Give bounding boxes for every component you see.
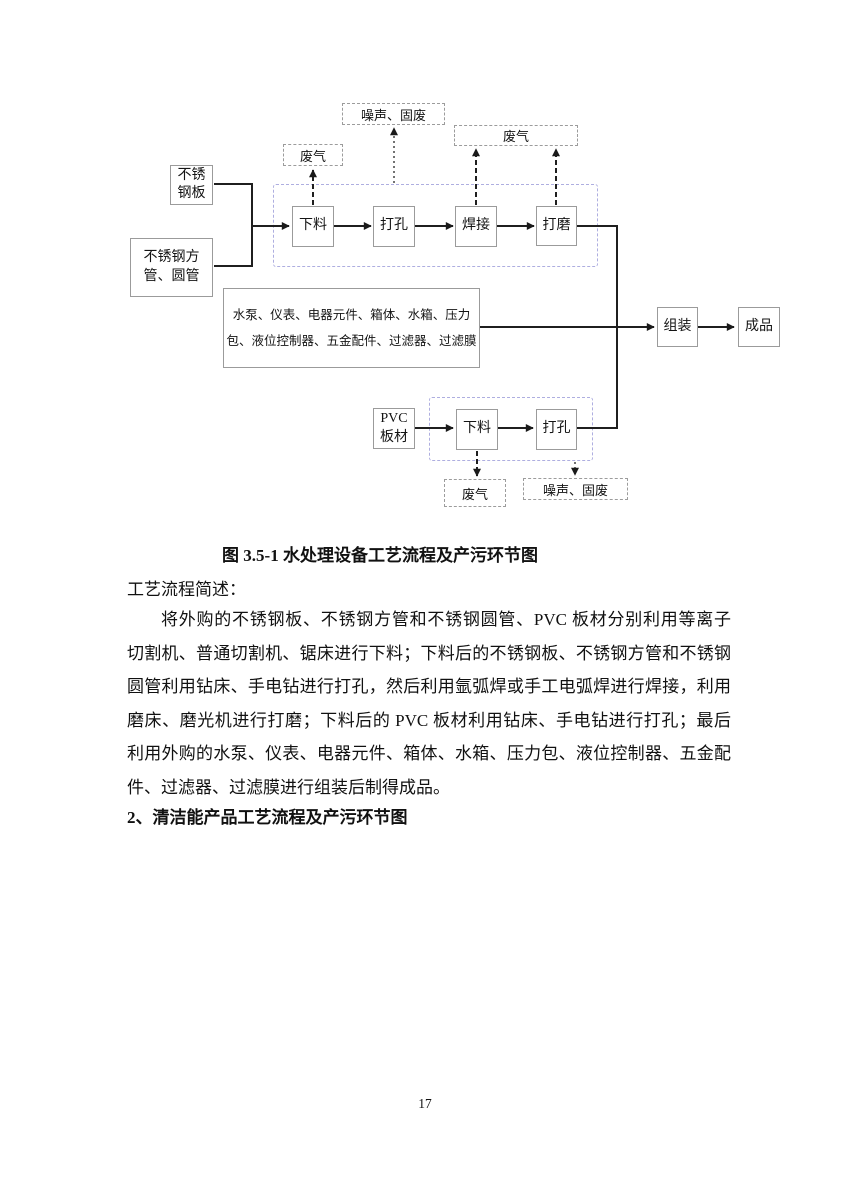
node-cutting-1: 下料 bbox=[292, 206, 334, 247]
node-label: 不锈钢板 bbox=[177, 167, 206, 201]
page-number: 17 bbox=[418, 1096, 432, 1111]
node-purchased-parts: 水泵、仪表、电器元件、箱体、水箱、压力 包、液位控制器、五金配件、过滤器、过滤膜 bbox=[223, 288, 480, 368]
node-stainless-tubes: 不锈钢方管、圆管 bbox=[130, 238, 213, 297]
node-label: 打孔 bbox=[542, 421, 571, 437]
node-pvc-sheet: PVC板材 bbox=[373, 408, 415, 449]
node-cutting-2: 下料 bbox=[456, 409, 498, 450]
emission-waste-gas-top-left: 废气 bbox=[283, 144, 343, 166]
emission-label: 废气 bbox=[502, 129, 529, 144]
node-drilling-2: 打孔 bbox=[536, 409, 577, 450]
paragraph-line: 切割机、普通切割机、锯床进行下料；下料后的不锈钢板、不锈钢方管和不锈钢 bbox=[127, 643, 731, 663]
paragraph-line: 利用外购的水泵、仪表、电器元件、箱体、水箱、压力包、液位控制器、五金配 bbox=[127, 744, 731, 763]
node-label: 焊接 bbox=[462, 218, 490, 234]
parts-line-2: 包、液位控制器、五金配件、过滤器、过滤膜 bbox=[226, 334, 477, 348]
emission-noise-solid-waste-bottom: 噪声、固废 bbox=[523, 478, 628, 500]
node-label: 下料 bbox=[463, 421, 491, 437]
node-label: 不锈钢方管、圆管 bbox=[143, 250, 200, 284]
paragraph-line: 将外购的不锈钢板、不锈钢方管和不锈钢圆管、PVC 板材分别利用等离子 bbox=[161, 610, 731, 629]
node-label: 下料 bbox=[299, 218, 327, 234]
process-description-paragraph: 将外购的不锈钢板、不锈钢方管和不锈钢圆管、PVC 板材分别利用等离子 切割机、普… bbox=[127, 603, 731, 804]
emission-label: 噪声、固废 bbox=[360, 107, 426, 123]
emission-label: 噪声、固废 bbox=[542, 482, 608, 498]
node-assembly: 组装 bbox=[657, 307, 698, 347]
node-stainless-plate: 不锈钢板 bbox=[170, 165, 213, 205]
node-label: 打孔 bbox=[380, 218, 408, 234]
emission-label: 废气 bbox=[461, 486, 488, 502]
paragraph-line: 磨床、磨光机进行打磨；下料后的 PVC 板材利用钻床、手电钻进行打孔；最后 bbox=[127, 710, 731, 730]
node-label: PVC板材 bbox=[380, 411, 408, 445]
node-finished-product: 成品 bbox=[738, 307, 780, 347]
emission-waste-gas-top-right: 废气 bbox=[454, 125, 578, 146]
node-label: 组装 bbox=[663, 318, 692, 334]
process-flow-diagram: 不锈钢板 不锈钢方管、圆管 下料 打孔 焊接 打磨 水泵、仪表、电器元件、箱体、… bbox=[0, 0, 850, 530]
node-welding: 焊接 bbox=[455, 206, 497, 247]
paragraph-line: 圆管利用钻床、手电钻进行打孔，然后利用氩弧焊或手工电弧焊进行焊接，利用 bbox=[127, 677, 731, 696]
node-label: 成品 bbox=[745, 318, 773, 334]
node-label: 打磨 bbox=[542, 217, 571, 233]
pvc-process-zone bbox=[429, 397, 593, 461]
paragraph-line: 件、过滤器、过滤膜进行组装后制得成品。 bbox=[127, 777, 450, 797]
figure-caption: 图 3.5-1 水处理设备工艺流程及产污环节图 bbox=[222, 546, 538, 565]
node-grinding: 打磨 bbox=[536, 206, 577, 246]
node-drilling-1: 打孔 bbox=[373, 206, 415, 247]
emission-waste-gas-bottom: 废气 bbox=[444, 479, 506, 507]
intro-label: 工艺流程简述： bbox=[127, 580, 246, 599]
next-section-heading: 2、清洁能产品工艺流程及产污环节图 bbox=[127, 808, 408, 827]
emission-label: 废气 bbox=[299, 148, 326, 164]
parts-line-1: 水泵、仪表、电器元件、箱体、水箱、压力 bbox=[232, 308, 471, 322]
emission-noise-solid-waste-top: 噪声、固废 bbox=[342, 103, 445, 125]
